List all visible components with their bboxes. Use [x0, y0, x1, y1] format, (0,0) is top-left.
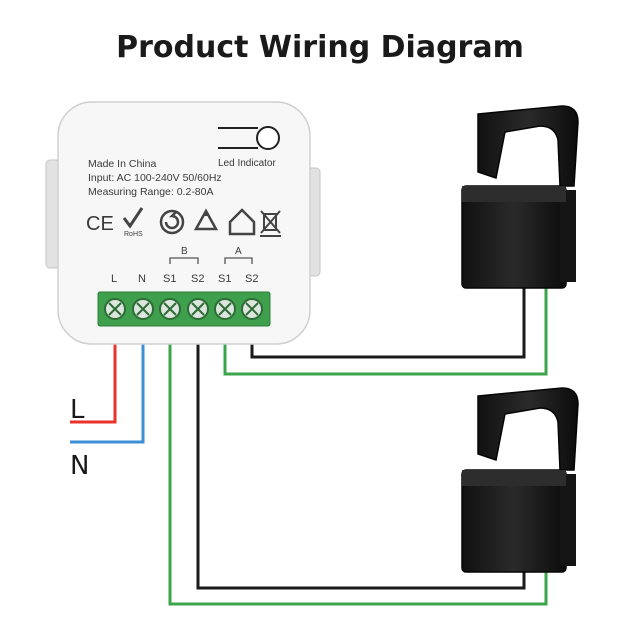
- smart-meter-module: Led Indicator Made In China Input: AC 10…: [45, 101, 321, 345]
- terminal-label-s2-b: S2: [191, 273, 204, 285]
- recycle-triangle-icon: [193, 208, 219, 231]
- terminal-screw-n: [132, 298, 154, 320]
- group-b-label: B: [181, 246, 188, 257]
- info-line-origin: Made In China: [88, 158, 156, 170]
- info-line-input: Input: AC 100-240V 50/60Hz: [88, 172, 222, 184]
- terminal-screws: [104, 298, 263, 320]
- terminal-screw-s1-a: [214, 298, 236, 320]
- terminal-screw-s1-b: [159, 298, 181, 320]
- live-label: L: [70, 395, 85, 425]
- ce-mark: CE: [86, 213, 114, 235]
- crossed-bin-icon: [260, 210, 281, 237]
- terminal-label-s1-a: S1: [218, 273, 231, 285]
- check-rohs-icon: RoHS: [122, 207, 144, 238]
- terminal-screw-l: [104, 298, 126, 320]
- recycle-circle-icon: [159, 209, 185, 235]
- clamp-b-black-wire: [196, 300, 526, 590]
- group-a-label: A: [235, 246, 242, 257]
- clamp-b-green-wire: [168, 300, 548, 606]
- terminal-screw-s2-b: [187, 298, 209, 320]
- led-indicator-label: Led Indicator: [218, 158, 276, 169]
- rohs-label: RoHS: [124, 231, 143, 238]
- terminal-label-s1-b: S1: [163, 273, 176, 285]
- current-clamp-icon: [461, 105, 579, 289]
- info-line-range: Measuring Range: 0.2-80A: [88, 186, 214, 198]
- page-title: Product Wiring Diagram: [116, 30, 524, 65]
- neutral-wire: [70, 300, 145, 444]
- terminal-label-n: N: [138, 273, 146, 285]
- terminal-label-s2-a: S2: [245, 273, 258, 285]
- led-indicator-icon: [256, 126, 280, 150]
- terminal-label-l: L: [111, 273, 117, 285]
- current-clamp-icon: [461, 387, 579, 573]
- neutral-label: N: [70, 451, 89, 481]
- terminal-screw-s2-a: [241, 298, 263, 320]
- wires: [70, 278, 548, 606]
- house-icon: [228, 208, 256, 236]
